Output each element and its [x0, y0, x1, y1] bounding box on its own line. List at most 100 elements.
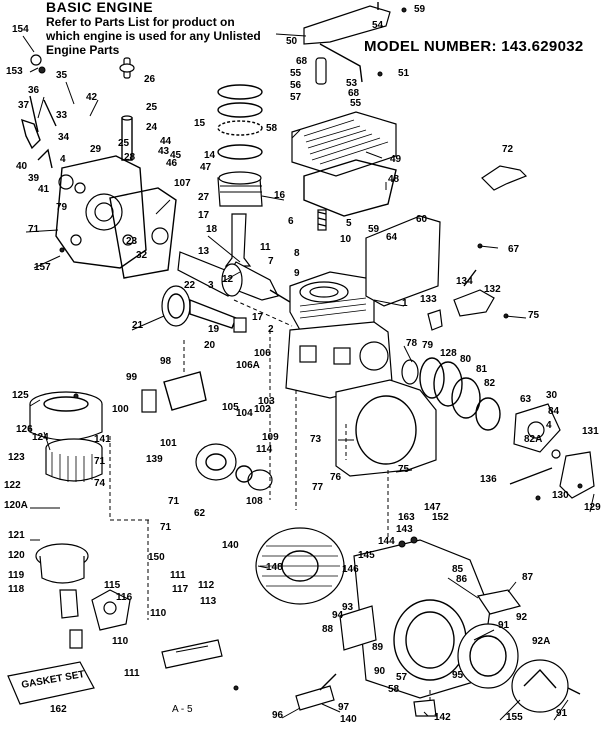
part-number-label: 105 — [222, 402, 239, 413]
part-number-label: 22 — [184, 280, 196, 291]
part-number-label: 15 — [194, 118, 206, 129]
part-number-label: 30 — [546, 390, 558, 401]
part-number-label: 71 — [94, 456, 106, 467]
leader-line — [29, 399, 41, 407]
part-number-label: 144 — [378, 536, 395, 547]
part-number-label: 114 — [256, 444, 273, 455]
part-number-label: 82 — [484, 378, 496, 389]
leader-line — [365, 151, 383, 159]
part-number-label: 79 — [422, 340, 434, 351]
part-number-label: 43 — [158, 146, 170, 157]
leader-line — [261, 195, 285, 201]
cover-gasket — [109, 187, 177, 279]
part-number-label: 40 — [16, 161, 28, 172]
part-number-label: 62 — [194, 508, 206, 519]
part-number-label: 29 — [90, 144, 102, 155]
cylinder-shroud — [335, 379, 437, 477]
leader-line — [22, 35, 35, 53]
part-number-label: 120 — [8, 550, 25, 561]
leader-line — [553, 699, 569, 721]
valve-spring — [315, 57, 327, 231]
connecting-rod — [224, 213, 252, 267]
part-number-label: 79 — [56, 202, 68, 213]
leader-line — [33, 255, 61, 269]
piston-rings — [217, 84, 263, 160]
part-number-label: 32 — [136, 250, 148, 261]
model-number: MODEL NUMBER: 143.629032 — [364, 38, 584, 55]
part-number-label: 37 — [18, 100, 30, 111]
part-number-label: 116 — [116, 592, 133, 603]
dipstick-tube — [119, 57, 135, 161]
part-number-label: 80 — [460, 354, 472, 365]
part-number-label: 162 — [50, 704, 67, 715]
part-number-label: 99 — [126, 372, 138, 383]
part-number-label: 93 — [342, 602, 354, 613]
leader-line — [43, 431, 51, 451]
leader-line — [395, 469, 413, 473]
leader-line — [499, 699, 521, 721]
part-number-label: 109 — [262, 432, 279, 443]
breather-linkage — [427, 269, 495, 331]
crankcase-cover — [55, 155, 147, 269]
part-number-label: 71 — [28, 224, 40, 235]
part-number-label: 54 — [372, 20, 384, 31]
part-number-label: 89 — [372, 642, 384, 653]
leader-line — [29, 67, 39, 73]
part-number-label: 78 — [406, 338, 418, 349]
gasket-set-package — [7, 639, 223, 705]
part-number-label: 108 — [246, 496, 263, 507]
leader-line — [373, 299, 405, 307]
camshaft-gear — [161, 285, 237, 329]
leader-line — [505, 315, 527, 319]
part-number-label: 4 — [546, 420, 552, 431]
part-number-label: 120A — [4, 500, 28, 511]
part-number-label: 136 — [480, 474, 497, 485]
part-number-label: 77 — [312, 482, 324, 493]
heading-line-1: Refer to Parts List for product on — [46, 15, 235, 29]
part-number-label: 17 — [198, 210, 210, 221]
part-number-label: 140 — [340, 714, 357, 725]
part-number-label: 17 — [252, 312, 264, 323]
part-number-label: 59 — [414, 4, 426, 15]
part-number-label: 148 — [266, 562, 283, 573]
part-number-label: 33 — [56, 110, 68, 121]
starter-cup — [195, 443, 273, 491]
part-number-label: 118 — [8, 584, 25, 595]
part-number-label: 119 — [8, 570, 25, 581]
fasteners — [38, 7, 583, 691]
part-number-label: 8 — [294, 248, 300, 259]
part-number-label: 104 — [236, 408, 253, 419]
part-number-label: 51 — [398, 68, 410, 79]
part-number-label: 92A — [532, 636, 550, 647]
intake-gasket — [163, 371, 207, 411]
part-number-label: 7 — [268, 256, 274, 267]
part-number-label: 68 — [348, 88, 360, 99]
leader-line — [89, 99, 99, 117]
page-code: A - 5 — [172, 704, 193, 715]
part-number-label: 71 — [168, 496, 180, 507]
part-number-label: 20 — [204, 340, 216, 351]
carburetor — [35, 543, 131, 649]
part-number-label: 110 — [150, 608, 167, 619]
leader-line — [473, 629, 495, 641]
part-number-label: 67 — [508, 244, 520, 255]
part-number-label: 53 — [346, 78, 358, 89]
part-number-label: 150 — [148, 552, 165, 563]
part-number-label: 47 — [200, 162, 212, 173]
part-number-label: 97 — [338, 702, 350, 713]
part-number-label: 92 — [516, 612, 528, 623]
part-number-label: 10 — [340, 234, 352, 245]
part-number-label: 14 — [204, 150, 216, 161]
part-number-label: 88 — [322, 624, 334, 635]
part-number-label: 1 — [402, 298, 408, 309]
part-number-label: 75 — [398, 464, 410, 475]
part-number-label: 25 — [146, 102, 158, 113]
part-number-label: 57 — [396, 672, 408, 683]
part-number-label: 41 — [38, 184, 50, 195]
crankshaft — [177, 251, 291, 303]
part-number-label: 18 — [206, 224, 218, 235]
part-number-label: 5 — [346, 218, 352, 229]
part-number-label: 106A — [236, 360, 260, 371]
leader-line — [479, 245, 499, 249]
oil-seal — [151, 227, 169, 245]
